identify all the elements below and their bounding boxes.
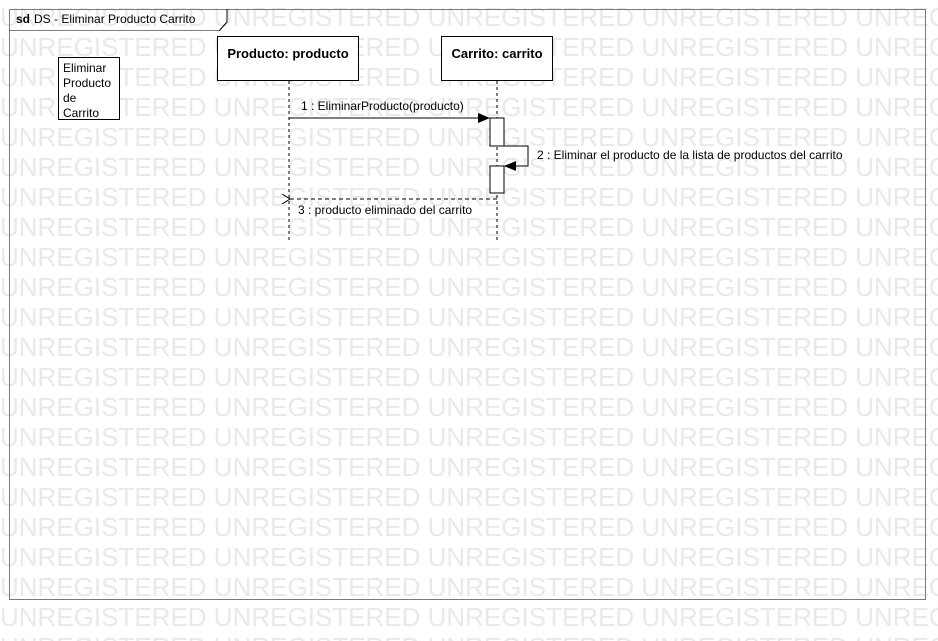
frame-keyword: sd: [16, 12, 31, 26]
lifeline-label: Carrito: carrito: [451, 46, 543, 61]
note-line: de: [63, 91, 77, 105]
message-2-arrow[interactable]: [504, 145, 529, 171]
lifeline-head-carrito[interactable]: Carrito: carrito: [441, 36, 553, 81]
note-line: Carrito: [63, 106, 100, 120]
note-line: Eliminar: [63, 61, 107, 75]
message-3-label: 3 : producto eliminado del carrito: [298, 203, 473, 217]
lifeline-label: Producto: producto: [227, 46, 349, 61]
note-line: Producto: [63, 76, 112, 90]
frame-tab: [9, 9, 229, 31]
activation-bar[interactable]: [489, 165, 505, 194]
message-2-label: 2 : Eliminar el producto de la lista de …: [537, 148, 843, 162]
diagram-frame: [9, 9, 926, 600]
activation-bar[interactable]: [489, 117, 505, 147]
note-box[interactable]: Eliminar Producto de Carrito: [58, 57, 120, 120]
lifeline-head-producto[interactable]: Producto: producto: [217, 36, 359, 81]
frame-title-text: DS - Eliminar Producto Carrito: [34, 12, 196, 26]
message-1-label: 1 : EliminarProducto(producto): [301, 99, 464, 113]
